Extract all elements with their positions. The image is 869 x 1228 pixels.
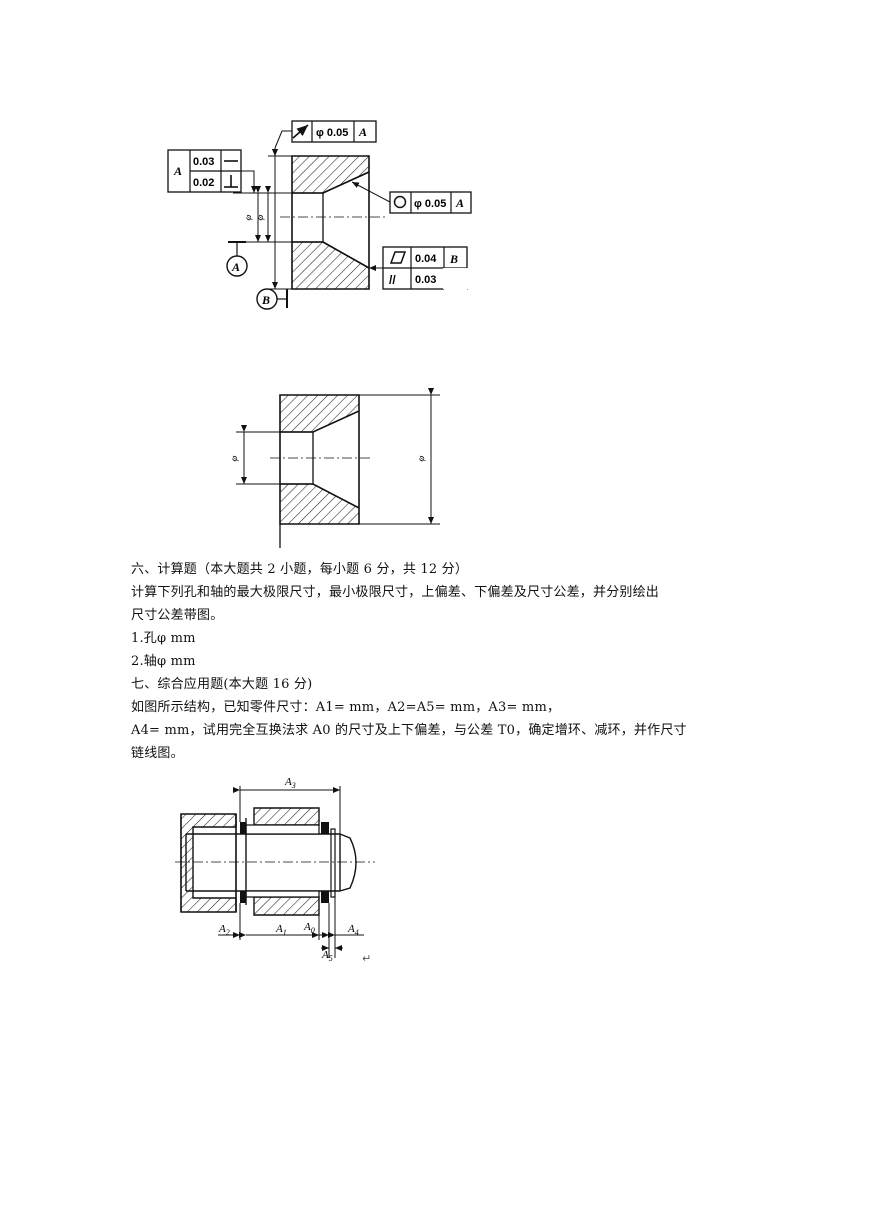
datum-b-symbol: B [256,288,288,310]
flatness-parallelogram-symbol [389,251,407,264]
perpendicularity-symbol [224,175,238,188]
fcf-roundness: φ 0.05 A [351,181,472,214]
flatness-value: 0.03 [193,156,214,168]
dim-a3-label: A3 [284,776,296,790]
datum-a-symbol: A [226,241,248,277]
parallel-value: 0.03 [415,274,436,286]
section-6-intro-line-1: 计算下列孔和轴的最大极限尺寸，最小极限尺寸，上偏差、下偏差及尺寸公差，并分别绘出 [131,585,660,600]
dimension-lines-fig2 [236,388,440,525]
section-6-item-2: 2.轴φ mm [131,654,196,669]
left-frame-datum: A [173,164,182,178]
dim-a0-label: A0 [303,921,315,935]
dim-phi-label-2: φ [254,213,266,222]
dimension-lines-fig1 [233,149,292,290]
dim-a5-label: A5 [321,949,333,963]
washer [321,822,336,903]
section-6-item-1: 1.孔φ mm [131,631,196,646]
section-7-heading: 七、综合应用题(本大题 16 分) [131,677,313,692]
dimension-lines-fig3 [218,786,364,958]
flatness-right-value: 0.04 [415,253,437,265]
runout-value: φ 0.05 [316,127,348,139]
paragraph-return-mark: ↵ [362,952,371,965]
roundness-value: φ 0.05 [414,198,446,210]
section-6-intro-line-2: 尺寸公差带图。 [131,608,224,623]
section-6-heading: 六、计算题（本大题共 2 小题，每小题 6 分，共 12 分） [131,562,469,577]
dim-phi-label-4: φ [415,454,427,463]
fcf-runout: φ 0.05 A [272,120,377,156]
dim-phi-label-1: φ [242,213,254,222]
datum-a-label: A [231,260,240,274]
section-7-line-3: 链线图。 [131,746,184,761]
section-7-line-1: 如图所示结构，已知零件尺寸：A1= mm，A2=A5= mm，A3= mm， [131,700,561,715]
runout-datum: A [358,125,367,139]
fcf-left: A 0.03 0.02 [167,149,257,193]
perpendicularity-value: 0.02 [193,177,214,189]
section-7-line-2: A4= mm，试用完全互换法求 A0 的尺寸及上下偏差，与公差 T0，确定增环、… [131,723,687,738]
dim-a2-label: A2 [218,923,230,937]
parallel-symbol: // [389,273,396,287]
housing [180,813,237,913]
dim-a1-label: A1 [275,923,287,937]
fcf-right: 0.04 B // 0.03 [369,246,468,290]
shaft [175,833,375,892]
dim-phi-label-3: φ [228,454,240,463]
gear [240,807,320,916]
right-frame-datum: B [449,252,458,266]
roundness-datum: A [455,196,464,210]
dim-a4-label: A4 [347,923,359,937]
datum-b-label: B [261,293,270,307]
